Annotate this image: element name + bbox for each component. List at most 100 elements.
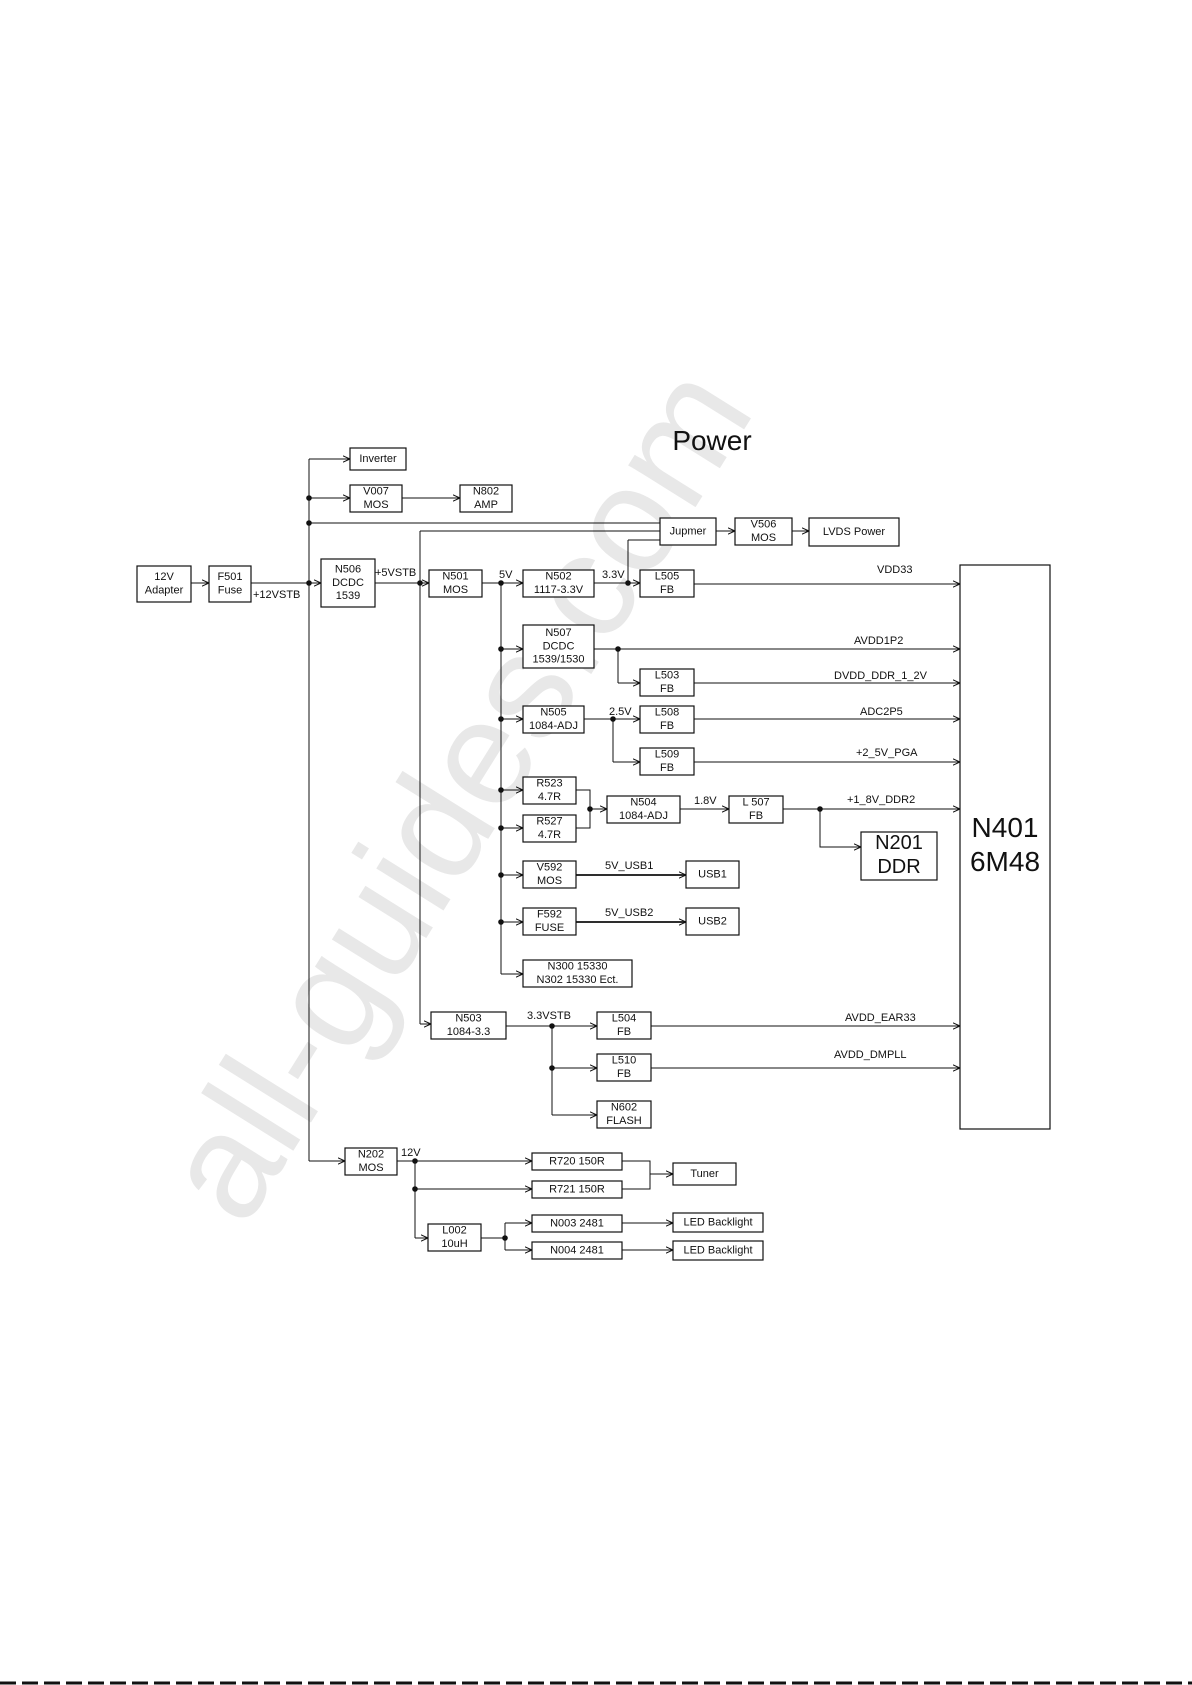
block-n504-label-1: 1084-ADJ (619, 810, 668, 822)
block-l002-frame (427, 1223, 482, 1252)
net-labels: +12VSTB +5VSTB 5V 3.3V 2.5V 1.8V 3.3VSTB… (253, 564, 928, 1159)
block-n602-frame (596, 1100, 652, 1129)
block-l505-label-0: L505 (655, 571, 679, 583)
block-n503-frame (430, 1011, 507, 1040)
net-label-5v-usb2: 5V_USB2 (605, 907, 653, 919)
block-n505-label-1: 1084-ADJ (529, 720, 578, 732)
block-n802-label-0: N802 (473, 486, 499, 498)
diagram-title: Power (672, 425, 751, 456)
block-tuner-frame (672, 1162, 737, 1186)
net-label-1v8: 1.8V (694, 795, 717, 807)
block-n507-label-2: 1539/1530 (533, 654, 585, 666)
block-n802-label-1: AMP (474, 499, 498, 511)
block-l509-label-0: L509 (655, 749, 679, 761)
block-jupmer-frame (659, 517, 717, 546)
block-v007-label-0: V007 (363, 486, 389, 498)
block-f592-label-0: F592 (537, 909, 562, 921)
block-l507-frame (728, 795, 784, 824)
block-v592-frame (522, 860, 577, 889)
block-l508-frame (639, 705, 695, 734)
block-n506-label-2: 1539 (336, 590, 360, 602)
block-n502-label-1: 1117-3.3V (534, 584, 584, 596)
block-l509-label-1: FB (660, 762, 674, 774)
block-adapter-label-1: Adapter (145, 584, 184, 596)
block-n202-label-0: N202 (358, 1149, 384, 1161)
block-l503-frame (639, 668, 695, 697)
net-label-12v: 12V (401, 1147, 421, 1159)
block-usb2-label-0: USB2 (698, 915, 727, 927)
block-tuner: Tuner (672, 1162, 737, 1186)
net-label-pga: +2_5V_PGA (856, 747, 918, 759)
net-label-dvdd-ddr: DVDD_DDR_1_2V (834, 670, 928, 682)
block-n300-frame (522, 959, 633, 988)
block-n602-label-1: FLASH (606, 1115, 642, 1127)
block-led1-frame (672, 1212, 764, 1233)
block-n401-label-1: 6M48 (970, 846, 1040, 877)
block-n300-label-1: N302 15330 Ect. (537, 974, 619, 986)
net-label-vdd33: VDD33 (877, 564, 912, 576)
block-n503-label-0: N503 (455, 1013, 481, 1025)
block-f501-frame (208, 565, 252, 603)
block-l508-label-0: L508 (655, 707, 679, 719)
block-usb1-frame (685, 860, 740, 889)
block-n507-label-1: DCDC (543, 640, 575, 652)
block-n004: N004 2481 (531, 1241, 623, 1260)
component-blocks: 12VAdapterF501FuseN506DCDC1539InverterV0… (136, 447, 1051, 1261)
block-r523-label-1: 4.7R (538, 791, 561, 803)
block-n505-frame (522, 705, 585, 734)
net-label-adc2p5: ADC2P5 (860, 706, 903, 718)
block-f592-frame (522, 907, 577, 936)
block-l510-label-1: FB (617, 1068, 631, 1080)
block-r523-frame (522, 776, 577, 805)
block-l507-label-1: FB (749, 810, 763, 822)
block-n202-label-1: MOS (358, 1162, 383, 1174)
block-n401-frame (959, 564, 1051, 1130)
block-l002-label-1: 10uH (441, 1238, 467, 1250)
block-tuner-label-0: Tuner (690, 1168, 719, 1180)
block-n004-label-0: N004 2481 (550, 1244, 604, 1256)
block-jupmer: Jupmer (659, 517, 717, 546)
block-l503-label-1: FB (660, 683, 674, 695)
block-n802-frame (459, 484, 513, 513)
block-l002-label-0: L002 (442, 1225, 466, 1237)
block-inverter-frame (349, 447, 407, 471)
block-led1: LED Backlight (672, 1212, 764, 1233)
block-jupmer-label-0: Jupmer (670, 525, 707, 537)
block-lvds-label-0: LVDS Power (823, 526, 885, 538)
block-inverter-label-0: Inverter (359, 453, 397, 465)
block-r720: R720 150R (531, 1152, 623, 1171)
block-n003-label-0: N003 2481 (550, 1217, 604, 1229)
net-label-12vstb: +12VSTB (253, 589, 300, 601)
block-n201-label-0: N201 (875, 832, 923, 854)
block-led2-label-0: LED Backlight (683, 1244, 752, 1256)
block-n501-frame (428, 569, 483, 598)
block-r527-label-1: 4.7R (538, 829, 561, 841)
block-n501-label-0: N501 (442, 571, 468, 583)
block-usb1: USB1 (685, 860, 740, 889)
block-n501-label-1: MOS (443, 584, 468, 596)
block-r721-frame (531, 1180, 623, 1199)
block-usb1-label-0: USB1 (698, 868, 727, 880)
block-l510-label-0: L510 (612, 1055, 636, 1067)
block-l504-label-0: L504 (612, 1013, 636, 1025)
block-v007-label-1: MOS (363, 499, 388, 511)
block-n202-frame (344, 1147, 398, 1176)
block-v007-frame (349, 484, 403, 513)
block-n004-frame (531, 1241, 623, 1260)
